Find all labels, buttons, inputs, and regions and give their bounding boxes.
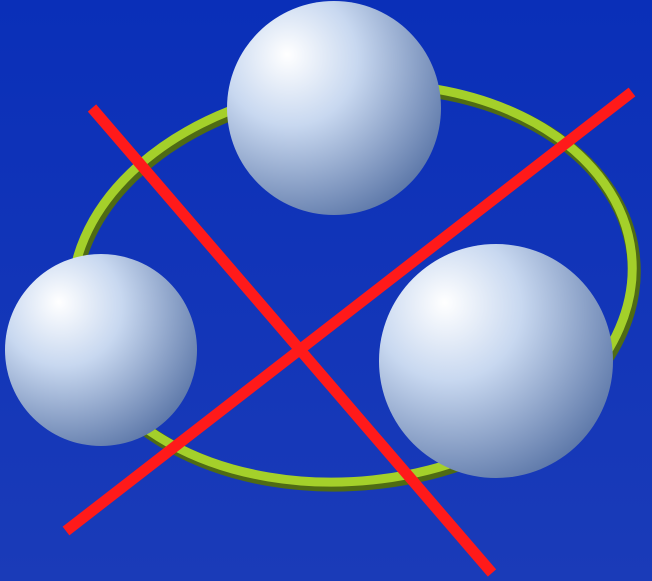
right-sphere xyxy=(379,244,613,478)
top-sphere xyxy=(227,1,441,215)
left-sphere xyxy=(5,254,197,446)
